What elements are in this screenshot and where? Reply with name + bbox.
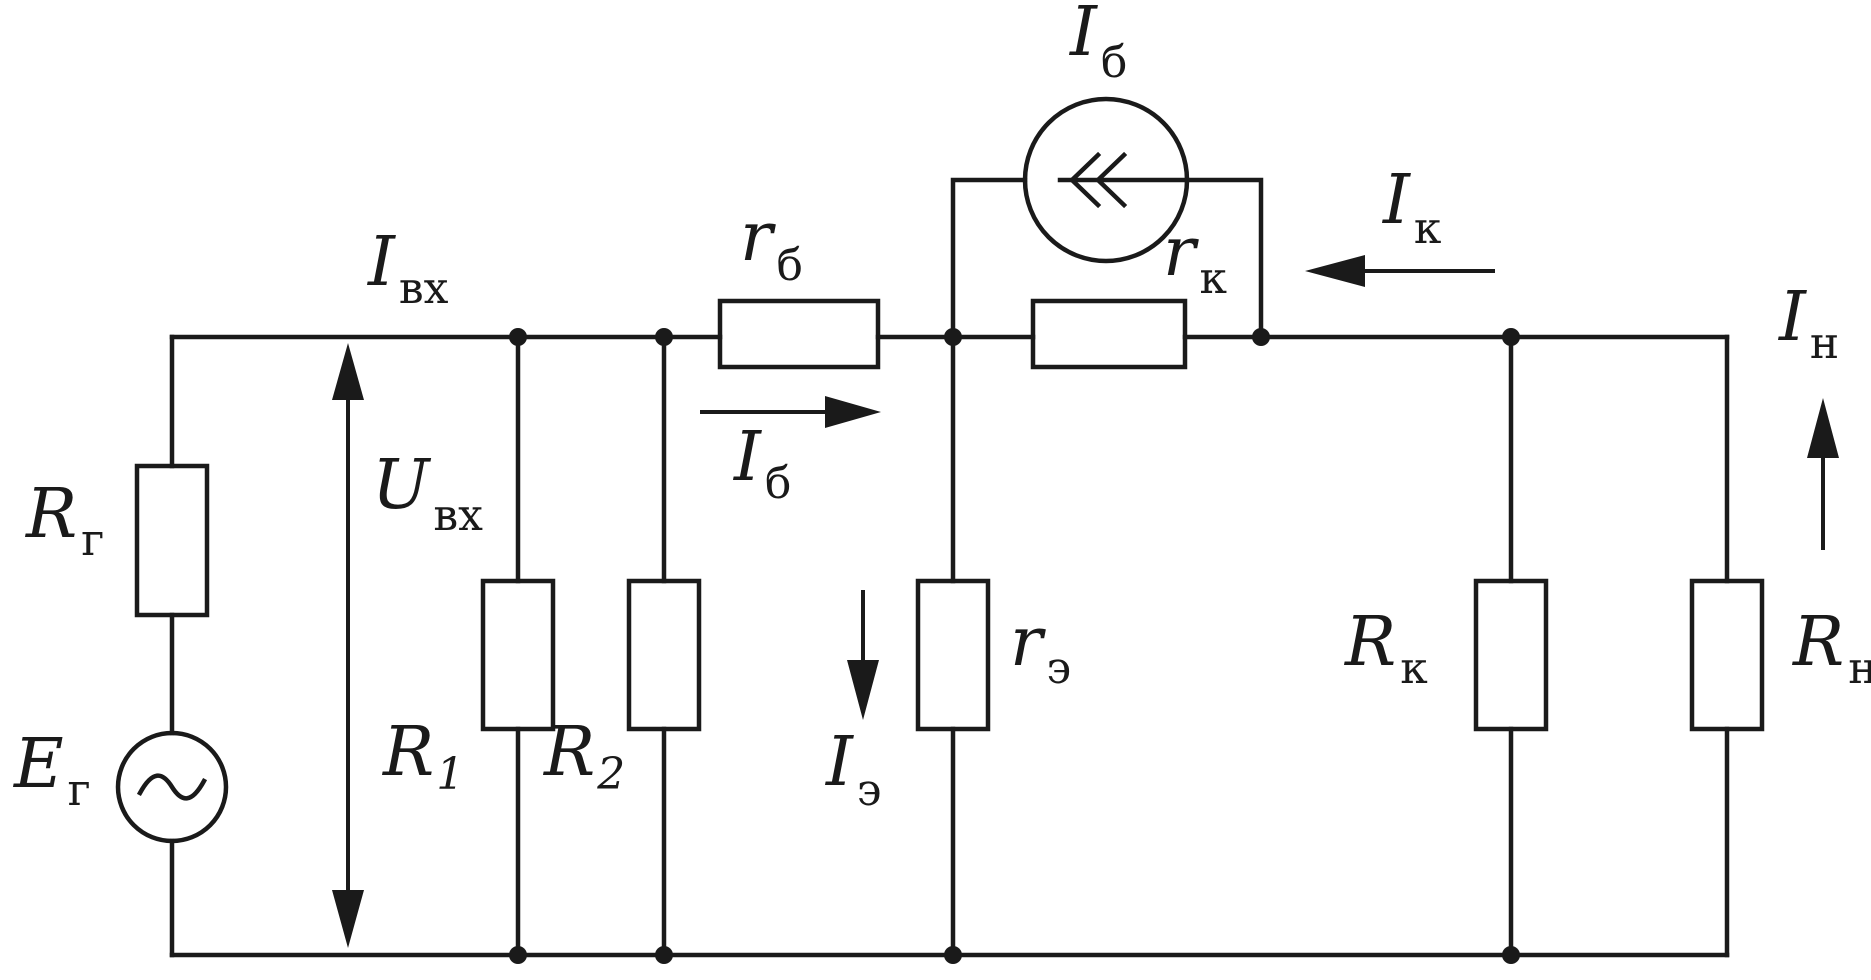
label-ik: Iк [1381,161,1441,254]
ik-arrow-head [1305,255,1365,287]
junction-dot [509,328,527,346]
sine-wave-icon [136,773,208,801]
in-arrow-head [1807,398,1839,458]
resistor-rb [717,298,881,370]
resistor-rn [1689,578,1765,732]
label-eg: Eг [12,725,91,816]
components [115,96,1765,844]
source-loop-left [950,177,1028,340]
label-ivx: Iвх [366,223,449,314]
resistor-rg [134,463,210,618]
source-chevron-2 [1094,151,1128,209]
source-loop-right [1184,177,1264,340]
resistor-rk-load [1473,578,1549,732]
resistor-re [915,578,991,732]
ib-arrow-head [825,396,881,428]
resistor-r2 [626,578,702,732]
label-r2: R2 [542,713,625,800]
junction-dot [1502,946,1520,964]
wires [169,177,1730,958]
label-ie: Iэ [824,723,882,816]
labels: Iб Iк rк Iвх rб Iн Uвх Iб Rг rэ Rк Rн Eг… [12,0,1871,816]
junction-dot [655,946,673,964]
junctions [509,328,1520,964]
label-ib: Iб [732,418,791,509]
label-rb: rб [740,198,803,291]
label-re: rэ [1010,603,1071,694]
junction-dot [1502,328,1520,346]
junction-dot [944,946,962,964]
resistor-r1 [480,578,556,732]
uvx-arrow-head-up [332,343,364,400]
source-chevron-1 [1068,151,1102,209]
label-rg: Rг [24,475,104,566]
label-ig-source: Iб [1068,0,1127,88]
junction-dot [655,328,673,346]
label-rn: Rн [1791,603,1871,694]
ie-arrow-head [847,660,879,720]
junction-dot [1252,328,1270,346]
label-rk-load: Rк [1343,603,1428,694]
junction-dot [509,946,527,964]
label-rk: rк [1163,213,1227,304]
voltage-source-eg [115,730,229,844]
label-in: Iн [1777,278,1839,369]
uvx-arrow-head-down [332,890,364,948]
label-r1: R1 [381,713,464,800]
resistor-rk [1030,298,1188,370]
arrows [332,255,1839,948]
junction-dot [944,328,962,346]
label-uvx: Uвх [372,446,483,541]
